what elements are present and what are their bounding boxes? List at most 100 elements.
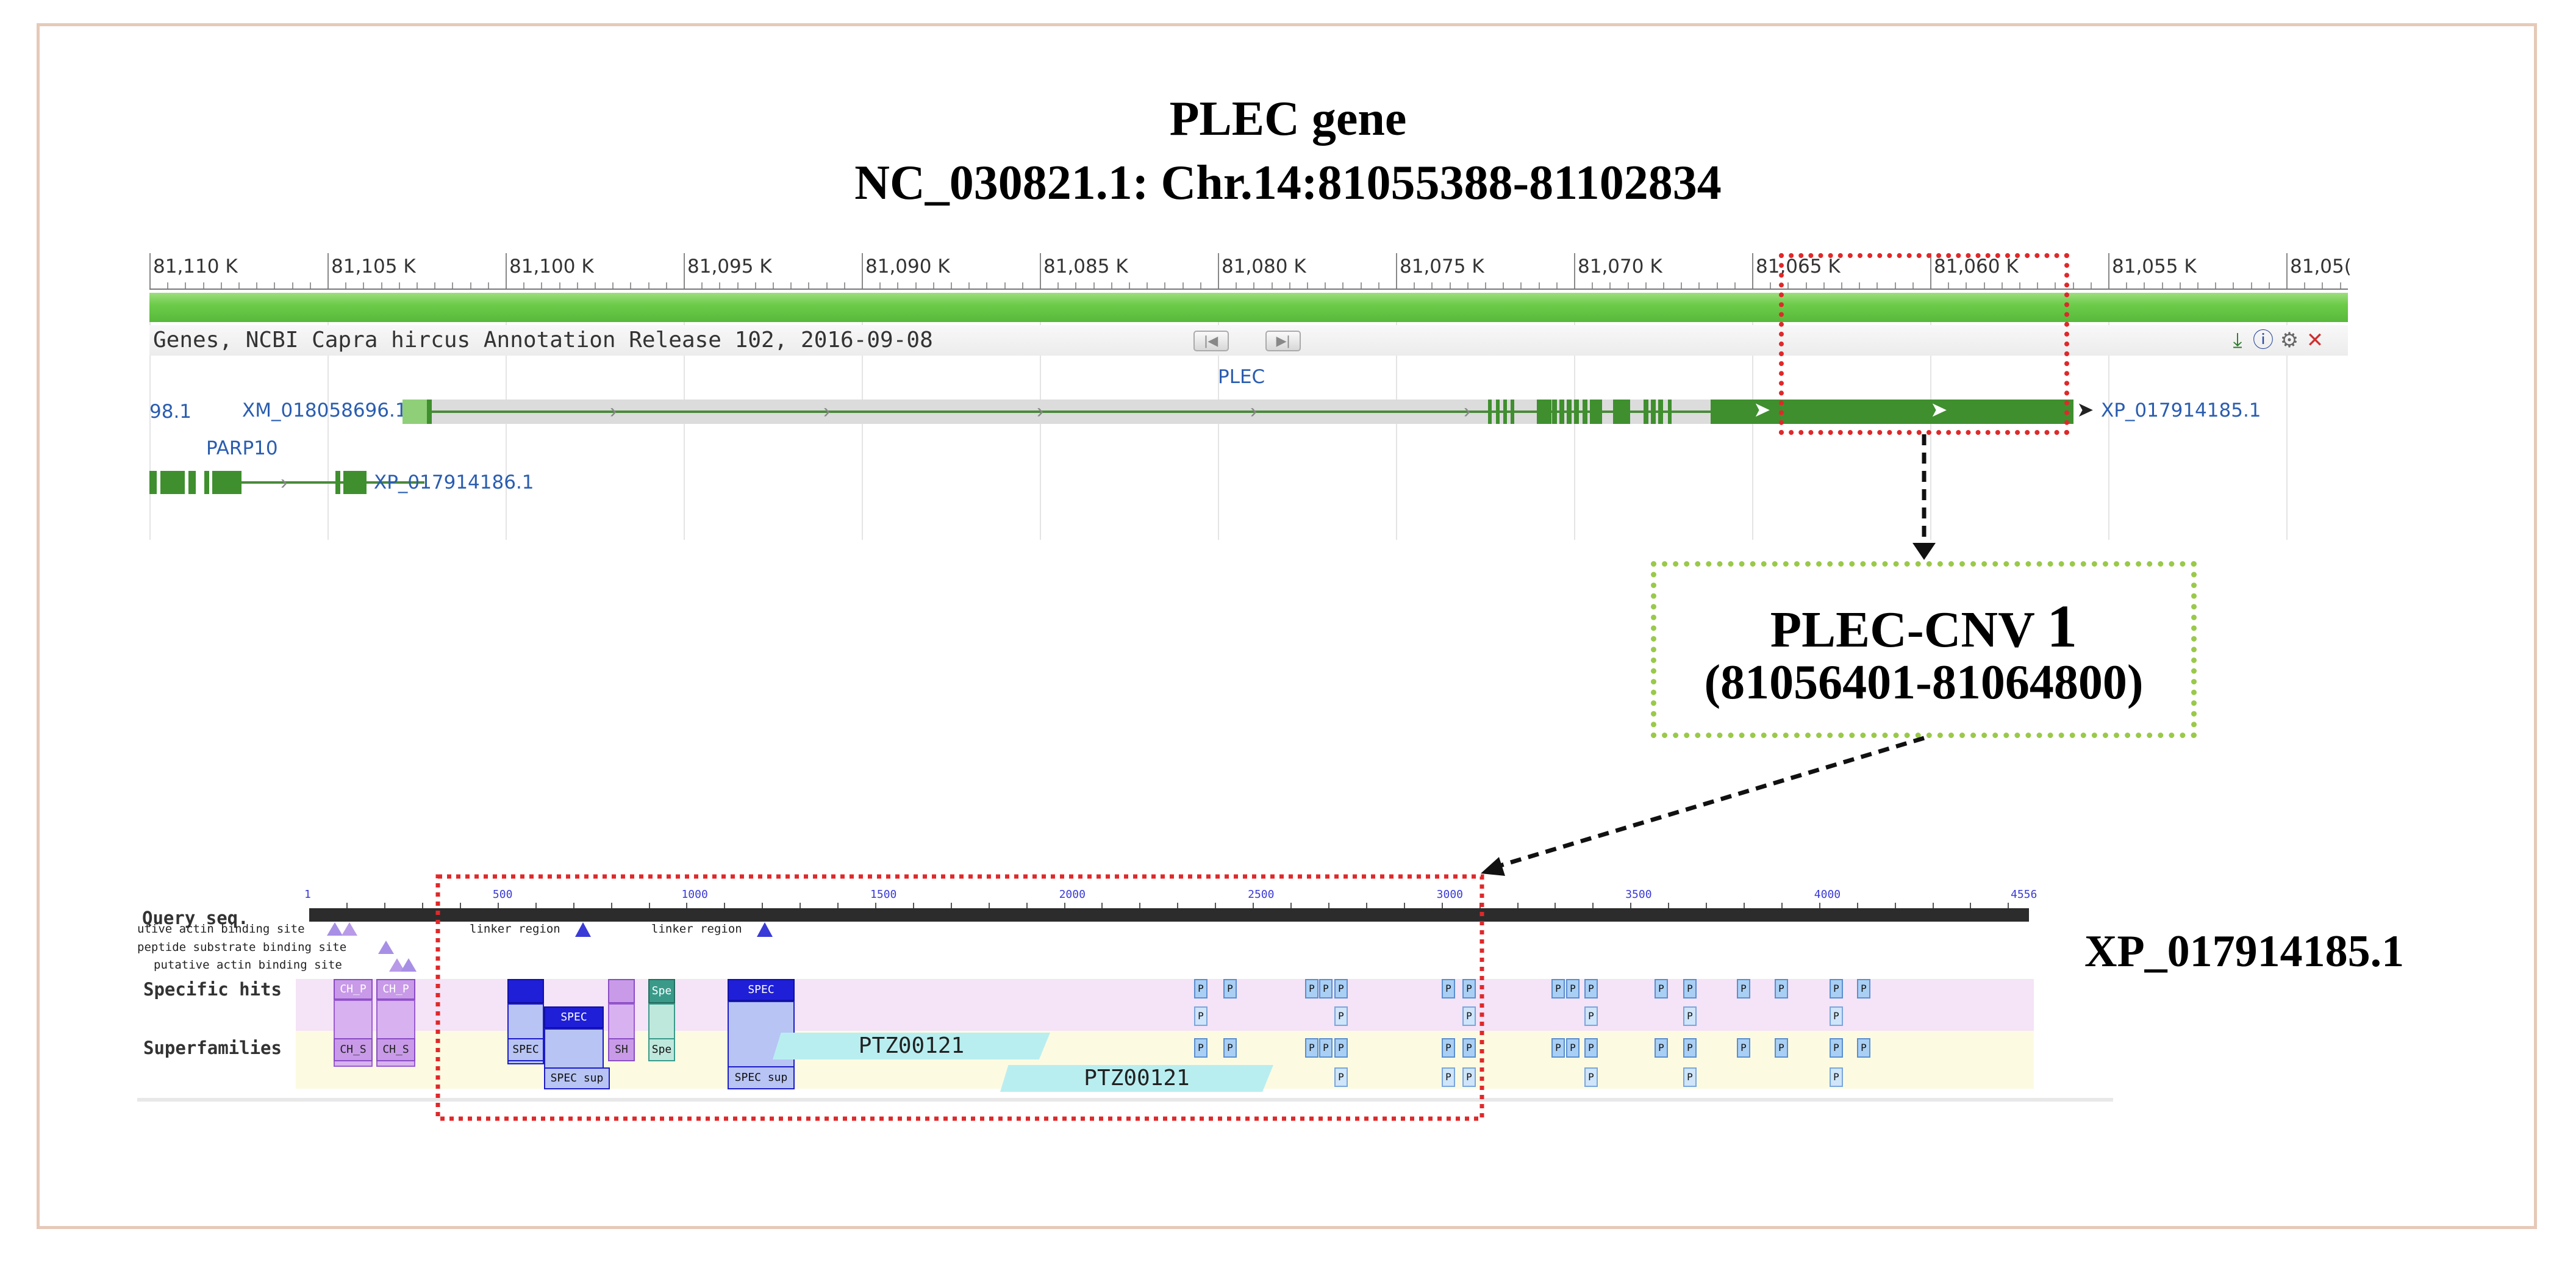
domain-spe-super[interactable]: Spe — [648, 1038, 675, 1061]
info-icon[interactable]: ⓘ — [2253, 329, 2274, 352]
site-marker-icon[interactable] — [378, 941, 394, 954]
domain-plectin-repeat[interactable]: P — [1551, 1038, 1565, 1058]
domain-plectin-repeat[interactable]: P — [1683, 1038, 1697, 1058]
linker-marker-icon[interactable] — [575, 922, 591, 937]
gene-name-plec[interactable]: PLEC — [1218, 366, 1265, 388]
site-marker-icon[interactable] — [327, 922, 343, 936]
domain-plectin-repeat[interactable]: P — [1442, 979, 1455, 998]
query-minor-tick — [1781, 903, 1783, 908]
skip-back-button[interactable]: |◀ — [1193, 331, 1229, 351]
transcript-parp10-label[interactable]: XP_017914186.1 — [374, 471, 534, 493]
domain-ch-s[interactable]: CH_S — [334, 1038, 373, 1061]
domain-plectin-repeat[interactable]: P — [1584, 1067, 1598, 1087]
domain-plectin-repeat[interactable]: P — [1334, 1006, 1348, 1026]
domain-plectin-repeat[interactable]: P — [1830, 1038, 1843, 1058]
domain-plectin-repeat[interactable]: P — [1584, 1038, 1598, 1058]
domain-spec-sup[interactable]: SPEC sup — [728, 1066, 795, 1089]
domain-ch-p[interactable]: CH_P — [376, 979, 415, 1000]
domain-plectin-repeat[interactable]: P — [1857, 1038, 1870, 1058]
domain-plectin-repeat[interactable]: P — [1584, 979, 1598, 998]
query-minor-tick — [1630, 903, 1632, 908]
domain-plectin-repeat[interactable]: P — [1194, 1006, 1208, 1026]
domain-ch-p[interactable]: CH_P — [334, 979, 373, 1000]
transcript-xm-label[interactable]: XM_018058696.1 — [242, 400, 407, 421]
domain-spec[interactable]: SPEC — [544, 1006, 604, 1028]
ruler-tick-label: 81,105 K — [331, 256, 416, 278]
gene-name-parp10[interactable]: PARP10 — [206, 437, 278, 459]
domain-plectin-repeat[interactable]: P — [1566, 1038, 1580, 1058]
domain-plectin-repeat[interactable]: P — [1830, 1067, 1843, 1087]
domain-sh[interactable]: SH — [608, 1038, 635, 1061]
domain-plectin-repeat[interactable]: P — [1305, 1038, 1318, 1058]
domain-ch-s[interactable]: CH_S — [376, 1038, 415, 1061]
query-tick-label: 3000 — [1436, 888, 1464, 901]
ruler-minor-tick — [968, 282, 970, 289]
domain-plectin-repeat[interactable]: P — [1857, 979, 1870, 998]
grid-line — [506, 322, 507, 540]
domain-plectin-repeat[interactable]: P — [1775, 1038, 1788, 1058]
domain-plectin-repeat[interactable]: P — [1737, 1038, 1750, 1058]
domain-ptz00121[interactable]: PTZ00121 — [1000, 1065, 1273, 1092]
domain-plectin-repeat[interactable]: P — [1737, 979, 1750, 998]
domain-plectin-repeat[interactable]: P — [1442, 1038, 1455, 1058]
transcript-fragment-label[interactable]: 98.1 — [149, 401, 192, 423]
exon — [1496, 400, 1500, 424]
domain-plectin-repeat[interactable]: P — [1566, 979, 1580, 998]
domain-plectin-repeat[interactable]: P — [1334, 979, 1348, 998]
domain-plectin-repeat[interactable]: P — [1319, 1038, 1333, 1058]
domain-plectin-repeat[interactable]: P — [1462, 1038, 1476, 1058]
linker-marker-icon[interactable] — [757, 922, 773, 937]
transcript-xp-label[interactable]: XP_017914185.1 — [2101, 400, 2261, 421]
domain-plectin-repeat[interactable]: P — [1334, 1038, 1348, 1058]
query-minor-tick — [384, 903, 386, 908]
domain-plectin-repeat[interactable]: P — [1334, 1067, 1348, 1087]
skip-forward-button[interactable]: ▶| — [1265, 331, 1301, 351]
download-icon[interactable]: ⤓ — [2233, 329, 2242, 352]
ruler-minor-tick — [434, 282, 436, 289]
settings-icon[interactable]: ⚙ — [2280, 329, 2299, 352]
domain-ptz00121[interactable]: PTZ00121 — [773, 1033, 1050, 1059]
ruler-minor-tick — [2322, 282, 2324, 289]
close-icon[interactable]: ✕ — [2306, 329, 2324, 352]
site-marker-icon[interactable] — [401, 958, 417, 972]
domain-spec-sup[interactable]: SPEC sup — [544, 1067, 610, 1089]
domain-plectin-repeat[interactable]: P — [1319, 979, 1333, 998]
domain-plectin-repeat[interactable]: P — [1830, 979, 1843, 998]
exon — [1590, 400, 1602, 424]
domain-spec-super[interactable]: SPEC — [507, 1038, 544, 1061]
domain-plectin-repeat[interactable]: P — [1223, 979, 1237, 998]
domain-plectin-repeat[interactable]: P — [1223, 1038, 1237, 1058]
domain-spe[interactable]: Spe — [648, 979, 675, 1003]
domain-plectin-repeat[interactable]: P — [1683, 979, 1697, 998]
ruler-minor-tick — [309, 282, 311, 289]
site-label: putative actin binding site — [154, 958, 342, 972]
query-sequence-bar — [309, 908, 2029, 922]
domain-spec[interactable]: SPEC — [728, 979, 795, 1001]
ruler-tick-label: 81,055 K — [2112, 256, 2197, 278]
domain-plectin-repeat[interactable]: P — [1462, 979, 1476, 998]
query-minor-tick — [837, 903, 839, 908]
domain-plectin-repeat[interactable]: P — [1551, 979, 1565, 998]
domain-plectin-repeat[interactable]: P — [1655, 979, 1668, 998]
domain-plectin-repeat[interactable]: P — [1655, 1038, 1668, 1058]
domain-plectin-repeat[interactable]: P — [1683, 1067, 1697, 1087]
query-minor-tick — [1253, 903, 1254, 908]
domain-plectin-repeat[interactable]: P — [1194, 979, 1208, 998]
domain-sh-stub[interactable] — [608, 979, 635, 1003]
query-minor-tick — [912, 903, 914, 908]
site-marker-icon[interactable] — [342, 922, 357, 936]
ruler-tick-label: 81,085 K — [1043, 256, 1128, 278]
domain-plectin-repeat[interactable]: P — [1462, 1006, 1476, 1026]
ruler-minor-tick — [452, 282, 454, 289]
query-minor-tick — [1290, 903, 1292, 908]
domain-plectin-repeat[interactable]: P — [1830, 1006, 1843, 1026]
domain-plectin-repeat[interactable]: P — [1462, 1067, 1476, 1087]
domain-plectin-repeat[interactable]: P — [1584, 1006, 1598, 1026]
domain-spec-stub[interactable] — [507, 979, 544, 1003]
domain-plectin-repeat[interactable]: P — [1775, 979, 1788, 998]
domain-plectin-repeat[interactable]: P — [1442, 1067, 1455, 1087]
domain-plectin-repeat[interactable]: P — [1194, 1038, 1208, 1058]
domain-plectin-repeat[interactable]: P — [1683, 1006, 1697, 1026]
domain-plectin-repeat[interactable]: P — [1305, 979, 1318, 998]
exon — [212, 471, 242, 494]
